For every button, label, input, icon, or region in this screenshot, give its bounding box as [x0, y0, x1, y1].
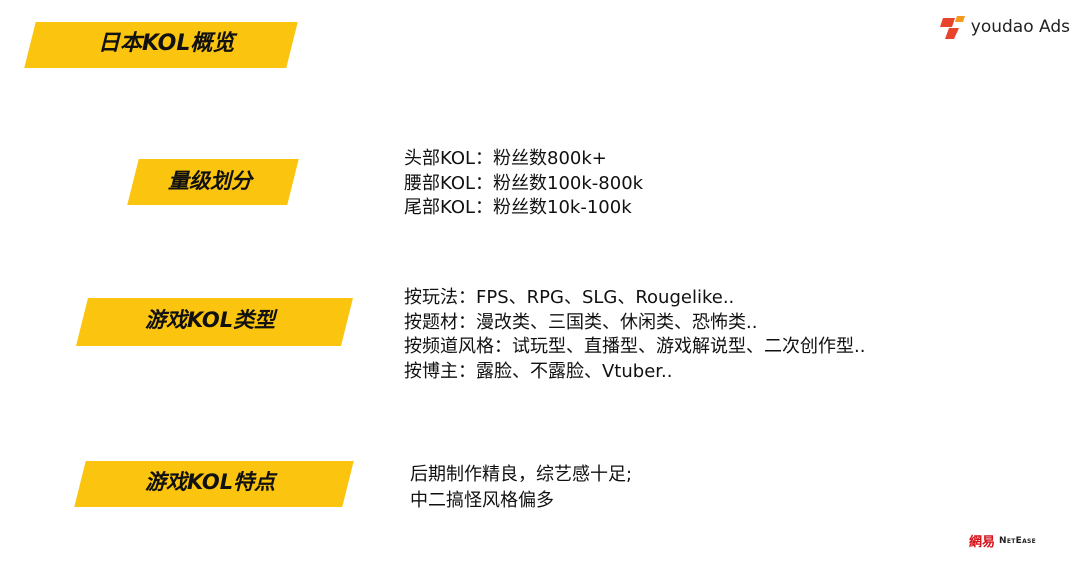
desc-line: 按博主：露脸、不露脸、Vtuber.. [404, 360, 673, 382]
youdao-ads-logo: youdao Ads [939, 14, 1070, 40]
youdao-logo-icon [939, 16, 965, 39]
netease-cn-text: 網易 [969, 535, 996, 550]
desc-line: 中二搞怪风格偏多 [410, 490, 554, 511]
section-text-scale: 头部KOL：粉丝数800k+ 腰部KOL：粉丝数100k-800k 尾部KOL：… [404, 147, 643, 221]
desc-line: 尾部KOL：粉丝数10k-100k [404, 197, 632, 218]
desc-line: 腰部KOL：粉丝数100k-800k [404, 172, 644, 194]
brand-name: youdao Ads [970, 17, 1070, 37]
desc-line: 按题材：漫改类、三国类、休闲类、恐怖类.. [404, 311, 758, 333]
section-text-types: 按玩法：FPS、RPG、SLG、Rougelike.. 按题材：漫改类、三国类、… [404, 286, 865, 384]
desc-line: 后期制作精良，综艺感十足; [410, 464, 633, 485]
page-title: 日本KOL概览 [98, 31, 235, 56]
section-text-features: 后期制作精良，综艺感十足; 中二搞怪风格偏多 [410, 462, 632, 514]
section-heading-features: 游戏KOL特点 [145, 470, 276, 494]
netease-en-text: NetEase [999, 535, 1037, 546]
desc-line: 头部KOL：粉丝数800k+ [404, 148, 607, 169]
netease-logo: 網易 NetEase [969, 531, 1036, 550]
section-heading-types: 游戏KOL类型 [145, 308, 276, 332]
section-heading-scale: 量级划分 [168, 169, 252, 193]
desc-line: 按玩法：FPS、RPG、SLG、Rougelike.. [404, 287, 735, 308]
desc-line: 按频道风格：试玩型、直播型、游戏解说型、二次创作型.. [404, 336, 866, 357]
